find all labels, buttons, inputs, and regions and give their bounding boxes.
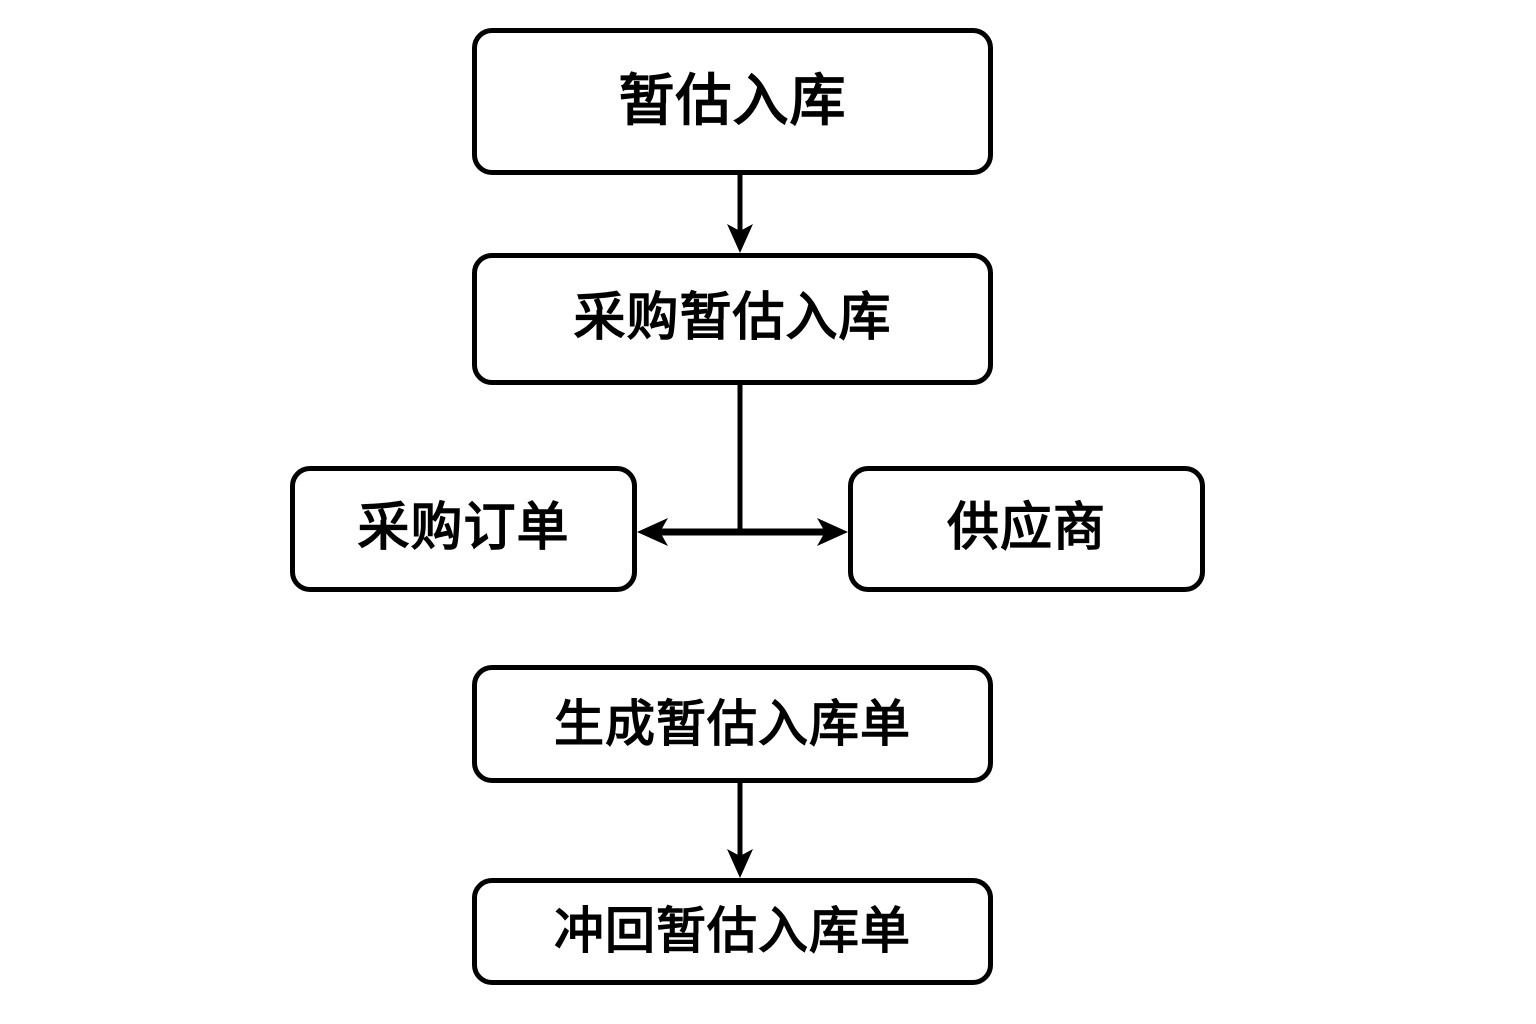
connector-junction-to-purchase-order [637, 518, 740, 546]
node-label-reverse-provisional-receipt-doc: 冲回暂估入库单 [554, 902, 911, 960]
node-provisional-receipt[interactable]: 暂估入库 [472, 28, 993, 175]
node-purchase-provisional-receipt[interactable]: 采购暂估入库 [472, 253, 993, 385]
node-generate-provisional-receipt-doc[interactable]: 生成暂估入库单 [472, 665, 993, 783]
connector-generate-to-reverse [727, 783, 753, 878]
node-label-generate-provisional-receipt-doc: 生成暂估入库单 [554, 694, 911, 753]
node-label-purchase-provisional-receipt: 采购暂估入库 [573, 288, 892, 349]
node-reverse-provisional-receipt-doc[interactable]: 冲回暂估入库单 [472, 878, 993, 985]
node-purchase-order[interactable]: 采购订单 [290, 466, 637, 592]
node-label-provisional-receipt: 暂估入库 [618, 68, 847, 134]
connector-provisional-to-purchase [727, 175, 753, 253]
node-supplier[interactable]: 供应商 [848, 466, 1205, 592]
node-label-supplier: 供应商 [946, 498, 1106, 559]
node-label-purchase-order: 采购订单 [357, 498, 570, 559]
connector-junction-to-supplier [740, 518, 848, 546]
